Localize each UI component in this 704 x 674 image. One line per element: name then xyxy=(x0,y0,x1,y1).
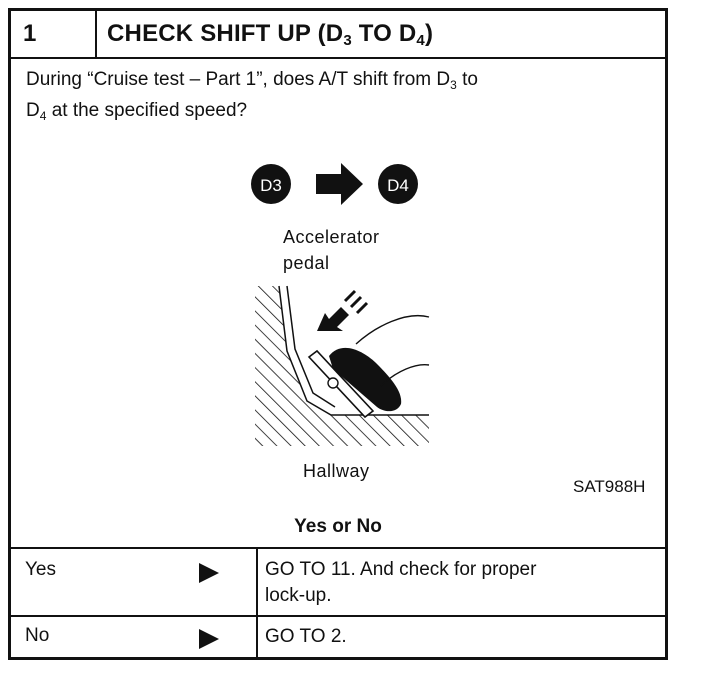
column-divider xyxy=(256,617,258,659)
step-number: 1 xyxy=(11,11,97,57)
pedal-label-line1: Accelerator xyxy=(283,227,380,247)
answer-action: GO TO 2. xyxy=(265,626,347,647)
question-text: During “Cruise test – Part 1”, does A/T … xyxy=(26,69,478,123)
answer-row-no: No GO TO 2. xyxy=(11,615,665,659)
answer-heading: Yes or No xyxy=(294,516,382,537)
accelerator-pedal-icon xyxy=(307,349,375,419)
foot-icon xyxy=(329,315,430,412)
answer-label: Yes xyxy=(25,559,56,580)
triangle-arrow-icon xyxy=(199,629,219,649)
header-row: 1 CHECK SHIFT UP (D3 TO D4) xyxy=(11,11,665,59)
figure-caption: Hallway xyxy=(303,461,370,481)
pedal-label-line2: pedal xyxy=(283,253,330,273)
step-title: CHECK SHIFT UP (D3 TO D4) xyxy=(107,20,434,49)
triangle-arrow-icon xyxy=(199,563,219,583)
procedure-box: 1 CHECK SHIFT UP (D3 TO D4) During “Crui… xyxy=(8,8,668,660)
shift-to-badge: D4 xyxy=(378,164,418,204)
svg-text:D4: D4 xyxy=(387,176,409,195)
answer-label: No xyxy=(25,625,50,646)
answer-row-yes: Yes GO TO 11. And check for proper lock-… xyxy=(11,547,665,617)
shift-arrow-icon xyxy=(316,163,363,205)
shift-from-badge: D3 xyxy=(251,164,291,204)
press-arrow-icon xyxy=(317,289,369,331)
svg-text:D3: D3 xyxy=(260,176,282,195)
figure-code: SAT988H xyxy=(573,477,646,496)
answer-action: GO TO 11. And check for proper lock-up. xyxy=(265,559,537,606)
pedal-illustration: D3 D4 xyxy=(251,163,430,446)
column-divider xyxy=(256,549,258,617)
